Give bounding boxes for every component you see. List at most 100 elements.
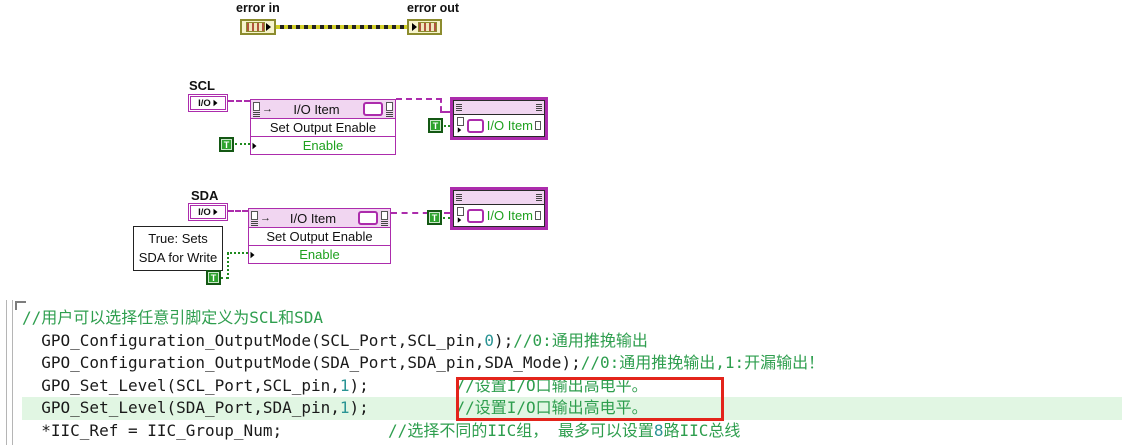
page-icon xyxy=(535,121,541,130)
sda-io-item-node[interactable]: I/O Item xyxy=(450,187,548,230)
digital-pattern-icon xyxy=(251,220,258,226)
scl-io-terminal[interactable]: I/O xyxy=(188,94,228,112)
sda-label: SDA xyxy=(191,188,219,203)
scl-node-true-constant[interactable]: T xyxy=(428,118,443,133)
reference-corner xyxy=(457,117,464,134)
enable-label: Enable xyxy=(302,138,344,153)
button-icon xyxy=(467,208,484,223)
code-line: GPO_Set_Level(SCL_Port,SCL_pin,1); //设置I… xyxy=(22,375,648,395)
fold-bracket-icon xyxy=(15,301,26,310)
enable-label: Enable xyxy=(299,247,340,262)
property-row-set-output-enable[interactable]: Set Output Enable xyxy=(249,228,390,246)
output-arrow-icon xyxy=(213,99,218,107)
property-row-enable[interactable]: Enable xyxy=(251,137,395,154)
editor-margin-line xyxy=(6,300,7,445)
sda-comment-box[interactable]: True: Sets SDA for Write xyxy=(133,226,223,271)
error-out-label: error out xyxy=(407,1,460,15)
scl-true-wire[interactable] xyxy=(235,143,250,145)
input-arrow-icon xyxy=(252,142,257,149)
digital-pattern-icon xyxy=(386,111,393,117)
property-node-header: → I/O Item xyxy=(251,100,395,119)
button-icon xyxy=(358,211,378,225)
code-line: GPO_Configuration_OutputMode(SDA_Port,SD… xyxy=(22,353,825,372)
digital-pattern-icon xyxy=(456,104,462,111)
io-terminal-text: I/O xyxy=(198,97,211,109)
reference-corner xyxy=(386,101,393,117)
arrow-icon: → xyxy=(260,212,271,224)
scl-node-wire-v[interactable] xyxy=(440,98,442,111)
input-arrow-icon xyxy=(457,217,462,223)
sda-node-true-wire[interactable] xyxy=(443,217,450,219)
error-cluster-icon xyxy=(418,22,437,32)
digital-pattern-icon xyxy=(536,194,542,201)
sda-io-wire[interactable] xyxy=(228,210,248,212)
property-row-set-output-enable[interactable]: Set Output Enable xyxy=(251,119,395,137)
true-constant-letter: T xyxy=(432,120,439,131)
digital-pattern-icon xyxy=(381,220,388,226)
page-icon xyxy=(457,117,464,126)
error-in-label: error in xyxy=(236,1,280,15)
io-node-row: I/O Item xyxy=(454,115,544,136)
code-line: *IIC_Ref = IIC_Group_Num; //选择不同的IIC组， 最… xyxy=(22,420,741,440)
button-icon xyxy=(363,102,383,116)
io-item-label: I/O Item xyxy=(486,118,534,133)
io-node-row: I/O Item xyxy=(454,205,544,226)
page-icon xyxy=(457,207,464,216)
code-line: GPO_Configuration_OutputMode(SCL_Port,SC… xyxy=(22,330,648,350)
sda-io-terminal[interactable]: I/O xyxy=(188,203,228,221)
page-icon xyxy=(251,210,258,220)
property-node-title: I/O Item xyxy=(289,210,337,226)
reference-corner xyxy=(251,210,258,226)
property-node-title: I/O Item xyxy=(293,101,340,117)
sda-true-wire-h[interactable] xyxy=(221,277,228,279)
output-arrow-icon xyxy=(213,208,218,216)
annotation-red-box xyxy=(456,377,724,421)
comment-line-1: True: Sets xyxy=(148,231,208,246)
code-line: GPO_Set_Level(SDA_Port,SDA_pin,1); //设置I… xyxy=(22,397,1122,420)
page-icon xyxy=(381,210,388,220)
io-terminal-text: I/O xyxy=(198,206,211,218)
sda-true-constant[interactable]: T xyxy=(206,270,221,285)
digital-pattern-icon xyxy=(253,111,260,117)
input-arrow-icon xyxy=(250,251,255,258)
error-out-terminal[interactable] xyxy=(407,19,442,35)
sda-true-wire-v[interactable] xyxy=(227,253,229,279)
scl-property-node[interactable]: → I/O Item Set Output Enable Enable xyxy=(250,99,396,155)
code-line: //用户可以选择任意引脚定义为SCL和SDA xyxy=(22,308,324,327)
input-arrow-icon xyxy=(412,23,417,31)
page-icon xyxy=(253,101,260,111)
scl-label: SCL xyxy=(189,78,215,93)
property-node-header: → I/O Item xyxy=(249,209,390,228)
scl-node-wire-h[interactable] xyxy=(396,98,442,100)
reference-corner xyxy=(381,210,388,226)
digital-pattern-icon xyxy=(536,104,542,111)
arrow-icon: → xyxy=(262,103,273,115)
property-row-enable[interactable]: Enable xyxy=(249,246,390,263)
editor-margin-line xyxy=(12,300,13,445)
scl-node-true-wire[interactable] xyxy=(444,125,450,127)
scl-io-wire[interactable] xyxy=(228,100,250,102)
true-constant-letter: T xyxy=(210,272,217,283)
scl-true-constant[interactable]: T xyxy=(219,137,234,152)
reference-corner xyxy=(457,207,464,224)
sda-property-node[interactable]: → I/O Item Set Output Enable Enable xyxy=(248,208,391,264)
output-arrow-icon xyxy=(265,23,271,31)
io-item-label: I/O Item xyxy=(486,208,534,223)
sda-node-wire[interactable] xyxy=(391,212,450,214)
scl-io-item-node[interactable]: I/O Item xyxy=(450,97,548,140)
comment-line-2: SDA for Write xyxy=(138,250,218,265)
true-constant-letter: T xyxy=(223,139,230,150)
code-editor[interactable]: //用户可以选择任意引脚定义为SCL和SDA GPO_Configuration… xyxy=(14,307,1122,442)
io-node-strip xyxy=(454,191,544,205)
button-icon xyxy=(467,118,484,133)
true-constant-letter: T xyxy=(431,212,438,223)
io-node-frame: I/O Item xyxy=(453,100,545,137)
error-wire[interactable] xyxy=(276,25,407,29)
sda-node-true-constant[interactable]: T xyxy=(427,210,442,225)
io-node-strip xyxy=(454,101,544,115)
error-in-terminal[interactable] xyxy=(240,19,276,35)
scl-node-wire-h2[interactable] xyxy=(440,111,450,113)
io-node-frame: I/O Item xyxy=(453,190,545,227)
sda-true-wire-h2[interactable] xyxy=(227,252,248,254)
error-cluster-icon xyxy=(245,22,265,32)
